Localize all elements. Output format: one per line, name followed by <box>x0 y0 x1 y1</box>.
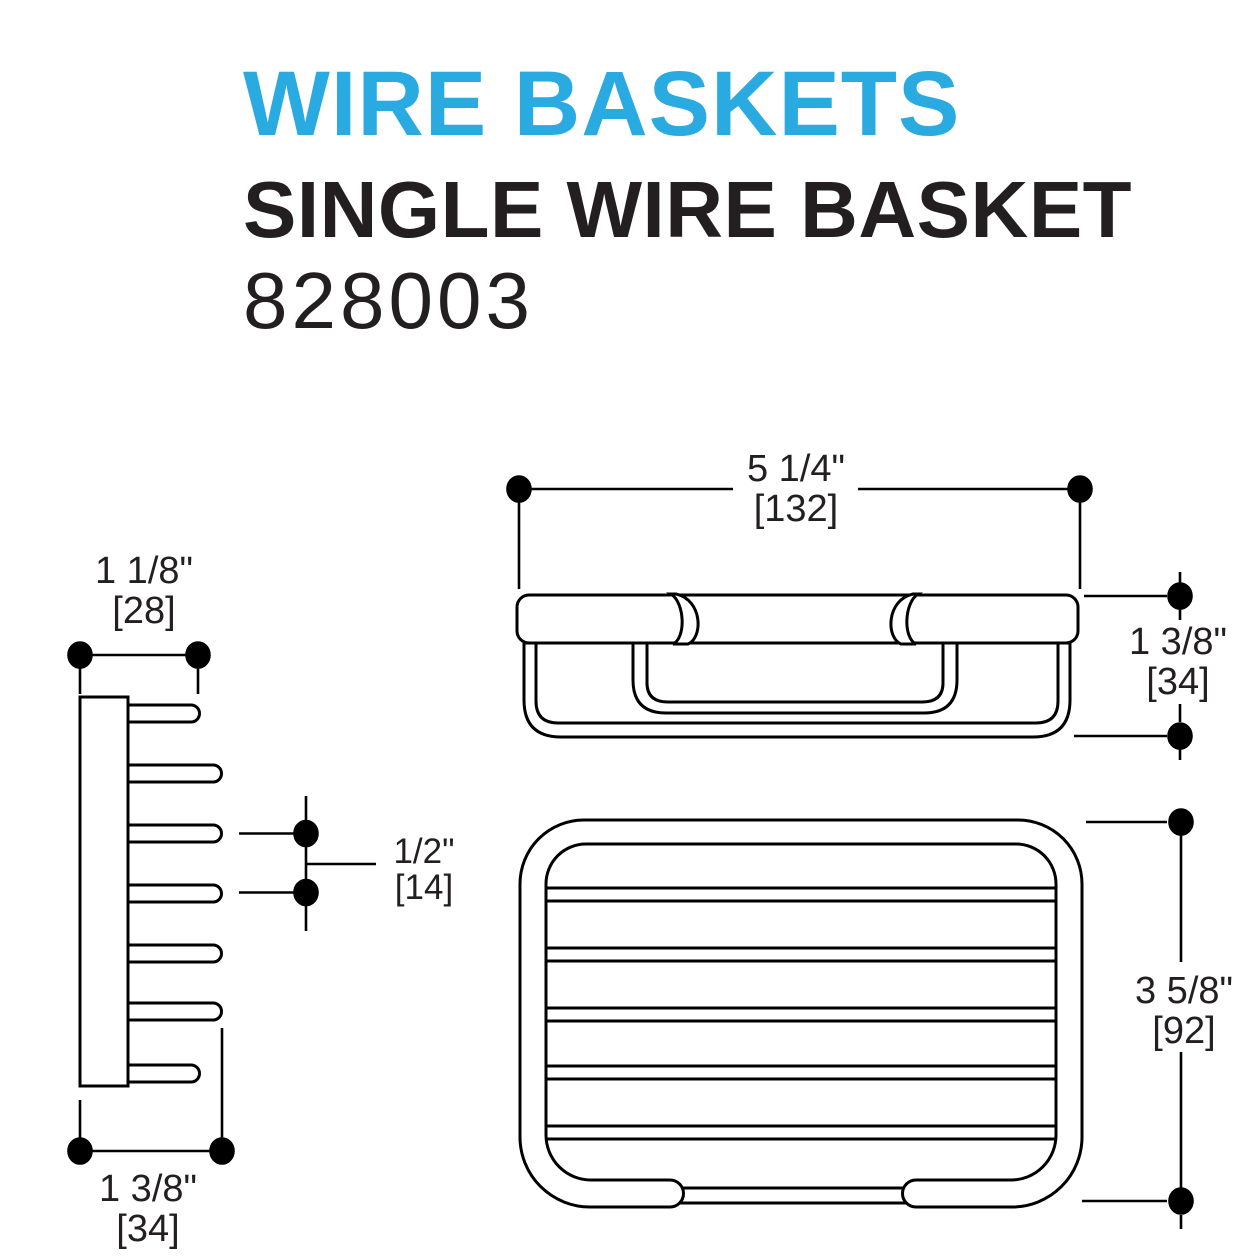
dimension-inches: 5 1/4" <box>746 448 846 490</box>
dimension-front-width <box>506 475 1093 589</box>
mounting-post-left <box>665 592 700 646</box>
dimension-mm: [14] <box>394 868 454 907</box>
dimension-side-wire-spacing <box>239 796 376 931</box>
cross-wire <box>544 1124 1058 1141</box>
dimension-inches: 3 5/8" <box>1134 970 1234 1012</box>
dimension-point <box>506 475 532 503</box>
cross-wire <box>544 946 1058 963</box>
cross-wire <box>544 1064 1058 1081</box>
dimension-label-side-depth-top: 1 1/8" [28] <box>95 551 193 631</box>
dimension-mm: [34] <box>116 1208 180 1250</box>
mounting-post-right <box>889 592 924 646</box>
product-name: SINGLE WIRE BASKET <box>243 165 1133 254</box>
basket-rim <box>518 818 1084 1209</box>
wire-rail <box>126 943 223 964</box>
cross-wires <box>544 886 1058 1141</box>
dimension-point <box>1167 582 1193 610</box>
mounting-rail <box>515 593 1080 645</box>
dimension-inches: 1 3/8" <box>1128 621 1228 663</box>
bottom-wire <box>668 1186 918 1205</box>
dimension-label-front-height: 1 3/8" [34] <box>1129 622 1227 702</box>
dimension-point <box>1067 475 1093 503</box>
wire-rail <box>126 763 223 784</box>
cross-wire <box>544 886 1058 903</box>
dimension-point <box>67 1137 93 1165</box>
front-view-drawing <box>506 475 1193 760</box>
dimension-label-side-depth-bottom: 1 3/8" [34] <box>99 1169 197 1249</box>
wire-rail <box>126 1063 201 1084</box>
dimension-point <box>67 641 93 669</box>
dimension-point <box>293 878 319 907</box>
dimension-mm: [92] <box>1152 1010 1216 1052</box>
wire-rail <box>126 883 223 904</box>
basket-wire-front <box>522 641 1072 739</box>
dimension-front-height <box>1074 572 1193 760</box>
page-title: WIRE BASKETS <box>243 53 961 155</box>
top-view-drawing <box>518 808 1194 1229</box>
dimension-point <box>1168 808 1194 836</box>
dimension-point <box>185 641 211 669</box>
wall-plate <box>78 695 130 1088</box>
handle-wire-front <box>631 641 959 715</box>
dimension-label-side-wire-spacing: 1/2" [14] <box>393 834 454 906</box>
dimension-label-top-depth: 3 5/8" [92] <box>1135 971 1233 1051</box>
wire-rail <box>126 823 223 844</box>
dimension-top-depth <box>1082 808 1194 1229</box>
product-sku: 828003 <box>243 256 534 345</box>
dimension-point <box>293 819 319 848</box>
side-view-drawing <box>67 641 376 1165</box>
dimension-inches: 1 3/8" <box>98 1168 198 1210</box>
dimension-point <box>209 1137 235 1165</box>
wire-rail <box>126 703 201 724</box>
wire-rail <box>126 1001 223 1022</box>
dimension-label-front-width: 5 1/4" [132] <box>747 449 845 529</box>
dimension-point <box>1167 722 1193 750</box>
dimension-side-depth-top <box>67 641 211 694</box>
dimension-mm: [34] <box>1146 661 1210 703</box>
dimension-side-depth-bottom <box>67 1028 235 1165</box>
cross-wire <box>544 1006 1058 1023</box>
wire-rails-side <box>126 703 223 1084</box>
dimension-mm: [28] <box>112 590 176 632</box>
dimension-point <box>1168 1187 1194 1215</box>
dimension-mm: [132] <box>753 488 839 530</box>
dimension-inches: 1/2" <box>393 832 455 871</box>
dimension-inches: 1 1/8" <box>94 550 194 592</box>
